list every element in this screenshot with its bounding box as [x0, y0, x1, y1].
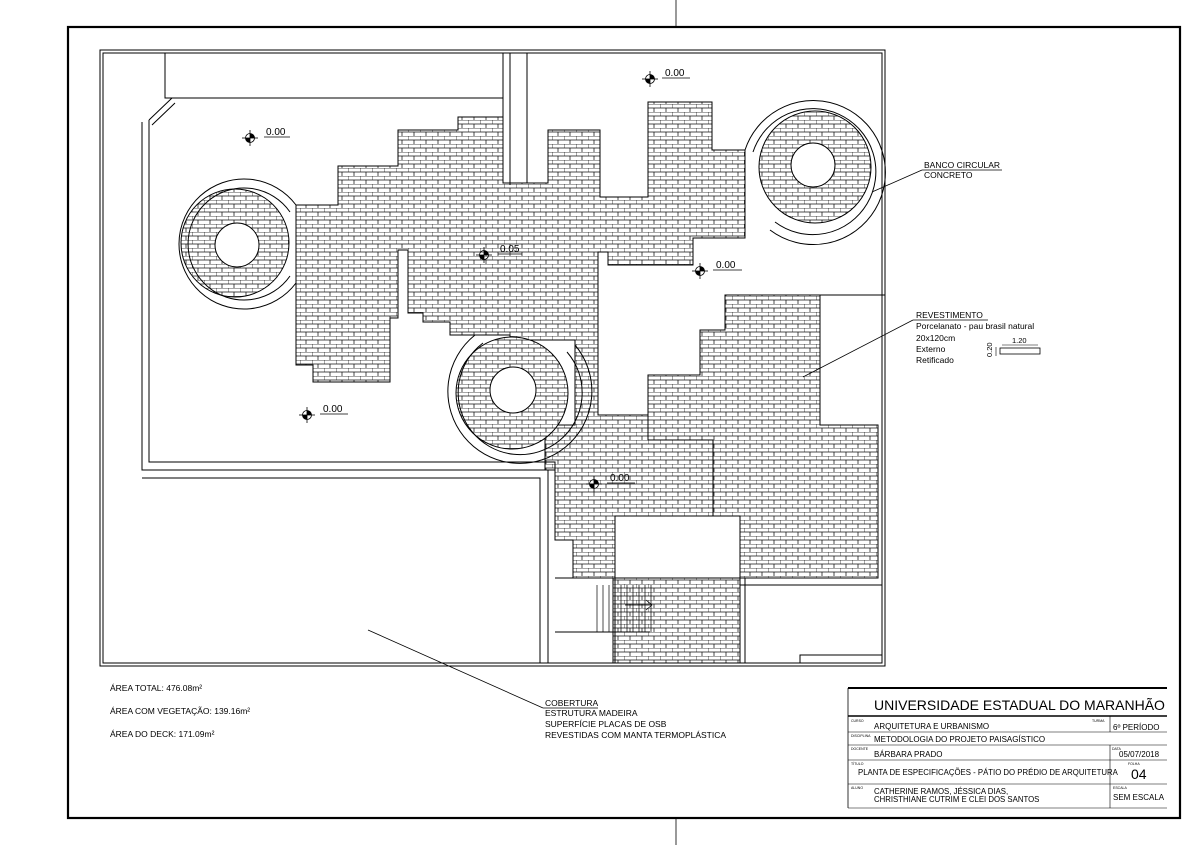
- level-marker-nw: 0.00: [242, 127, 290, 146]
- scale-label: ESCALA: [1113, 786, 1127, 790]
- class-label: TURMA: [1092, 719, 1105, 723]
- level-label-center: 0.05: [500, 244, 520, 255]
- circular-bench-northeast: [744, 100, 886, 246]
- drawing-title: PLANTA DE ESPECIFICAÇÕES - PÁTIO DO PRÉD…: [858, 768, 1119, 777]
- course-value: ARQUITETURA E URBANISMO: [874, 722, 989, 731]
- course-label: CURSO: [851, 719, 864, 723]
- date-value: 05/07/2018: [1119, 750, 1160, 759]
- institution-name: UNIVERSIDADE ESTADUAL DO MARANHÃO: [874, 697, 1165, 713]
- level-marker-n: 0.00: [642, 68, 690, 87]
- tile-dimension-symbol: [999, 347, 1041, 355]
- area-summary: ÁREA TOTAL: 476.08m² ÁREA COM VEGETAÇÃO:…: [110, 683, 250, 739]
- level-label-e: 0.00: [716, 260, 736, 271]
- covering-label-1: REVESTIMENTO: [916, 310, 983, 320]
- sheet-number: 04: [1131, 766, 1147, 782]
- discipline-label: DISCIPLINA: [851, 734, 871, 738]
- class-value: 6º PERÍODO: [1113, 723, 1160, 732]
- level-marker-e: 0.00: [692, 260, 742, 279]
- area-total: ÁREA TOTAL: 476.08m²: [110, 683, 202, 693]
- covering-label-5: Retificado: [916, 355, 954, 365]
- level-label-s: 0.00: [610, 473, 630, 484]
- level-marker-center: 0.05: [476, 244, 522, 263]
- roof-label-1: COBERTURA: [545, 698, 599, 708]
- roof-label-3: SUPERFÍCIE PLACAS DE OSB: [545, 719, 667, 729]
- stairs: [596, 585, 653, 632]
- date-label: DATA: [1112, 747, 1121, 751]
- tile-width-label: 1.20: [1012, 336, 1027, 345]
- teacher-label: DOCENTE: [851, 747, 869, 751]
- site-walls: [99, 49, 886, 667]
- tile-height-label: 0.20: [985, 342, 994, 357]
- area-vegetation: ÁREA COM VEGETAÇÃO: 139.16m²: [110, 706, 250, 716]
- annotation-roof: COBERTURA ESTRUTURA MADEIRA SUPERFÍCIE P…: [367, 629, 726, 740]
- bench-label-2: CONCRETO: [924, 170, 973, 180]
- students-line-2: CHRISTHIANE CUTRIM E CLEI DOS SANTOS: [874, 795, 1039, 804]
- deck-tiled-east: [647, 294, 879, 579]
- level-marker-s: 0.00: [586, 473, 635, 492]
- level-label-n: 0.00: [665, 68, 685, 79]
- sheet-border: [66, 25, 1182, 820]
- level-label-nw: 0.00: [266, 127, 286, 138]
- circular-bench-center: [447, 334, 593, 464]
- level-label-w: 0.00: [323, 404, 343, 415]
- bench-label-1: BANCO CIRCULAR: [924, 160, 1000, 170]
- roof-label-4: REVESTIDAS COM MANTA TERMOPLÁSTICA: [545, 730, 726, 740]
- covering-label-3: 20x120cm: [916, 333, 955, 343]
- area-deck: ÁREA DO DECK: 171.09m²: [110, 729, 215, 739]
- roof-label-2: ESTRUTURA MADEIRA: [545, 708, 638, 718]
- deck-tiled-south: [614, 577, 741, 664]
- covering-label-2: Porcelanato - pau brasil natural: [916, 321, 1034, 331]
- students-label: ALUNO: [851, 786, 863, 790]
- level-marker-w: 0.00: [299, 404, 348, 423]
- circular-bench-west: [178, 178, 297, 310]
- title-block: UNIVERSIDADE ESTADUAL DO MARANHÃO CURSO …: [847, 687, 1167, 809]
- scale-value: SEM ESCALA: [1113, 793, 1165, 802]
- discipline-value: METODOLOGIA DO PROJETO PAISAGÍSTICO: [874, 735, 1045, 744]
- teacher-value: BÁRBARA PRADO: [874, 750, 942, 759]
- covering-label-4: Externo: [916, 344, 946, 354]
- students-line-1: CATHERINE RAMOS, JÉSSICA DIAS,: [874, 787, 1008, 796]
- annotation-covering: REVESTIMENTO Porcelanato - pau brasil na…: [802, 310, 1041, 378]
- sheet-label: FOLHA: [1128, 762, 1140, 766]
- title-label: TÍTULO: [851, 762, 864, 766]
- annotation-bench: BANCO CIRCULAR CONCRETO: [871, 160, 1002, 193]
